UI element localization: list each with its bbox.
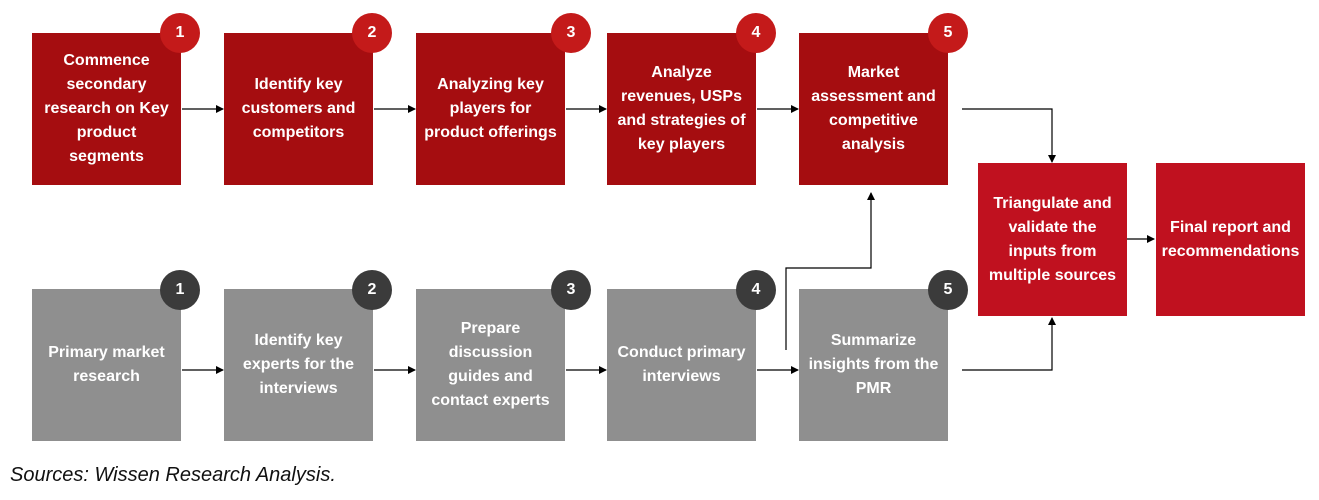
top-step-2-label: Identify key customers and competitors [241,76,356,141]
bottom-step-3-box: Prepare discussion guides and contact ex… [416,289,565,441]
bottom-step-2-badge: 2 [352,270,392,310]
bottom-step-5-badge: 5 [928,270,968,310]
source-note: Sources: Wissen Research Analysis. [10,464,336,486]
top-step-2-badge: 2 [352,13,392,53]
bottom-step-4-label: Conduct primary interviews [617,344,746,385]
arrow-top5-to-triangulate [962,108,1056,163]
top-step-3-badge: 3 [551,13,591,53]
top-step-5-label: Market assessment and competitive analys… [811,64,936,153]
top-step-4-box: Analyze revenues, USPs and strategies of… [607,33,756,185]
top-step-4-label: Analyze revenues, USPs and strategies of… [617,64,746,153]
bottom-step-5-label: Summarize insights from the PMR [808,332,939,397]
bottom-step-4-badge: 4 [736,270,776,310]
bottom-step-1-badge: 1 [160,270,200,310]
top-step-3-label: Analyzing key players for product offeri… [424,76,557,141]
bottom-step-2-box: Identify key experts for the interviews [224,289,373,441]
top-step-4-badge: 4 [736,13,776,53]
bottom-step-3-badge: 3 [551,270,591,310]
bottom-step-2-label: Identify key experts for the interviews [242,332,355,397]
arrow-bottom5-to-triangulate [962,317,1056,371]
top-step-5-badge: 5 [928,13,968,53]
top-step-5-box: Market assessment and competitive analys… [799,33,948,185]
top-step-3-box: Analyzing key players for product offeri… [416,33,565,185]
top-step-1-badge: 1 [160,13,200,53]
bottom-step-1-box: Primary market research [32,289,181,441]
bottom-step-3-label: Prepare discussion guides and contact ex… [431,320,550,409]
triangulate-box: Triangulate and validate the inputs from… [978,163,1127,316]
final-report-label: Final report and recommendations [1161,218,1300,260]
top-step-1-box: Commence secondary research on Key produ… [32,33,181,185]
top-step-2-box: Identify key customers and competitors [224,33,373,185]
bottom-step-5-box: Summarize insights from the PMR [799,289,948,441]
bottom-step-1-label: Primary market research [48,344,165,385]
final-report-box: Final report and recommendations [1156,163,1305,316]
bottom-step-4-box: Conduct primary interviews [607,289,756,441]
top-step-1-label: Commence secondary research on Key produ… [44,52,169,165]
triangulate-label: Triangulate and validate the inputs from… [988,194,1117,284]
